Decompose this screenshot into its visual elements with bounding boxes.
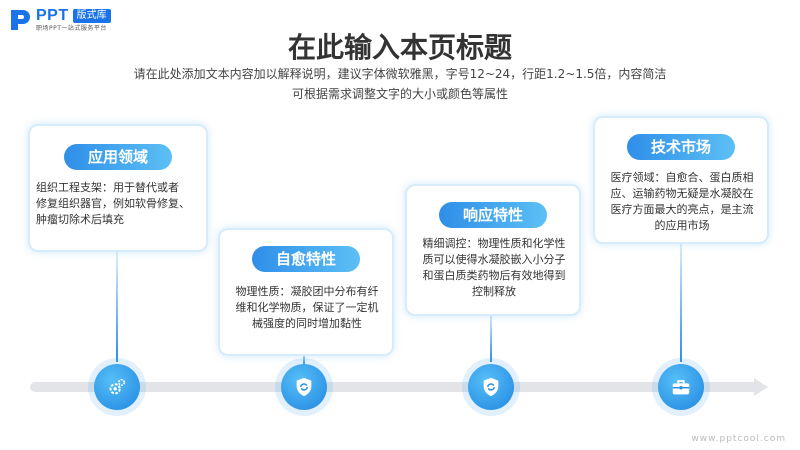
timeline-arrow — [754, 378, 768, 396]
timeline-node-2 — [281, 364, 327, 410]
card-responsive: 响应特性 精细调控：物理性质和化学性 质可以使得水凝胶嵌入小分子 和蛋白质类药物… — [405, 184, 581, 316]
logo-tag: 版式库 — [72, 9, 111, 23]
watermark: www.pptcool.com — [691, 434, 786, 444]
card-title: 自愈特性 — [252, 246, 360, 272]
card-line: 质可以使得水凝胶嵌入小分子 — [422, 253, 566, 266]
logo-slogan: 职场PPT一站式服务平台 — [36, 25, 107, 32]
connector-line — [303, 352, 305, 364]
timeline-axis — [30, 382, 758, 392]
page-subtitle: 请在此处添加文本内容加以解释说明，建议字体微软雅黑，字号12~24，行距1.2~… — [0, 64, 800, 104]
shield-icon — [483, 377, 499, 397]
card-line: 医疗领域：自愈合、蛋白质相 — [610, 171, 754, 184]
card-tech-market: 技术市场 医疗领域：自愈合、蛋白质相 应、运输药物无疑是水凝胶在 医疗方面最大的… — [593, 116, 769, 244]
card-body: 医疗领域：自愈合、蛋白质相 应、运输药物无疑是水凝胶在 医疗方面最大的亮点，是主… — [603, 170, 761, 234]
card-title: 应用领域 — [64, 144, 172, 170]
card-title: 技术市场 — [627, 134, 735, 160]
card-line: 和蛋白质类药物后有效地得到 — [422, 269, 566, 282]
card-body: 精细调控：物理性质和化学性 质可以使得水凝胶嵌入小分子 和蛋白质类药物后有效地得… — [415, 236, 573, 300]
card-line: 的应用市场 — [654, 219, 710, 232]
card-line: 组织工程支架：用于替代或者 — [36, 181, 179, 194]
connector-line — [680, 240, 682, 362]
timeline-node-4 — [658, 364, 704, 410]
subtitle-line: 可根据需求调整文字的大小或颜色等属性 — [291, 87, 508, 101]
subtitle-line: 请在此处添加文本内容加以解释说明，建议字体微软雅黑，字号12~24，行距1.2~… — [133, 67, 667, 81]
card-line: 修复组织器官，例如软骨修复、 — [36, 197, 190, 210]
connector-line — [490, 312, 492, 362]
card-line: 控制释放 — [472, 285, 516, 298]
ppt-logo-icon — [11, 10, 30, 30]
card-line: 物理性质：凝胶团中分布有纤 — [235, 285, 379, 298]
card-application-field: 应用领域 组织工程支架：用于替代或者 修复组织器官，例如软骨修复、 肿瘤切除术后… — [28, 124, 208, 252]
page-title: 在此输入本页标题 — [287, 31, 512, 64]
card-line: 维和化学物质，保证了一定机 — [235, 301, 379, 314]
timeline-node-1 — [94, 364, 140, 410]
card-line: 应、运输药物无疑是水凝胶在 — [610, 187, 754, 200]
card-self-healing: 自愈特性 物理性质：凝胶团中分布有纤 维和化学物质，保证了一定机 械强度的同时增… — [218, 228, 394, 356]
toolbox-icon — [672, 380, 690, 395]
card-line: 肿瘤切除术后填充 — [36, 213, 124, 226]
card-title: 响应特性 — [439, 202, 547, 228]
connector-line — [116, 250, 118, 362]
timeline-node-3 — [468, 364, 514, 410]
card-line: 械强度的同时增加黏性 — [252, 317, 362, 330]
shield-icon — [296, 377, 312, 397]
card-line: 精细调控：物理性质和化学性 — [422, 237, 566, 250]
brand-logo: PPT 版式库 职场PPT一站式服务平台 — [8, 8, 111, 32]
gear-icon — [109, 378, 126, 395]
card-line: 医疗方面最大的亮点，是主流 — [610, 203, 754, 216]
card-body: 物理性质：凝胶团中分布有纤 维和化学物质，保证了一定机 械强度的同时增加黏性 — [228, 284, 386, 332]
logo-brand: PPT — [36, 7, 69, 24]
card-body: 组织工程支架：用于替代或者 修复组织器官，例如软骨修复、 肿瘤切除术后填充 — [36, 180, 202, 228]
